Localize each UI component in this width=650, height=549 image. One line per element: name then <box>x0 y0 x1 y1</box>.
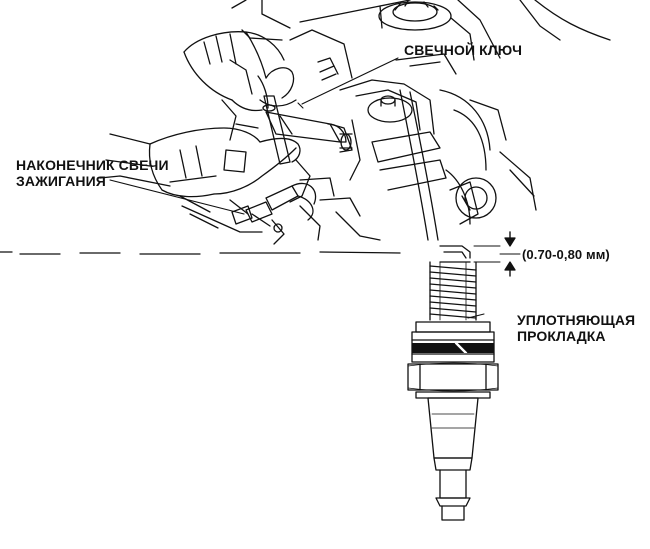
leader-lines <box>109 57 485 319</box>
hands-with-wrench-illustration <box>105 31 353 233</box>
label-plug-cap-line2: ЗАЖИГАНИЯ <box>16 173 106 189</box>
label-plug-cap-line1: НАКОНЕЧНИК СВЕЧИ <box>16 157 169 173</box>
engine-illustration <box>0 0 611 255</box>
label-sealing-washer-line1: УПЛОТНЯЮЩАЯ <box>517 312 636 328</box>
leader-plug-cap <box>109 179 245 215</box>
spark-plug-illustration <box>407 231 521 521</box>
label-sealing-washer-line2: ПРОКЛАДКА <box>517 328 606 344</box>
leader-wrench <box>301 57 399 105</box>
label-electrode-gap: (0.70-0,80 мм) <box>522 247 610 262</box>
label-spark-plug-wrench: СВЕЧНОЙ КЛЮЧ <box>404 42 523 58</box>
